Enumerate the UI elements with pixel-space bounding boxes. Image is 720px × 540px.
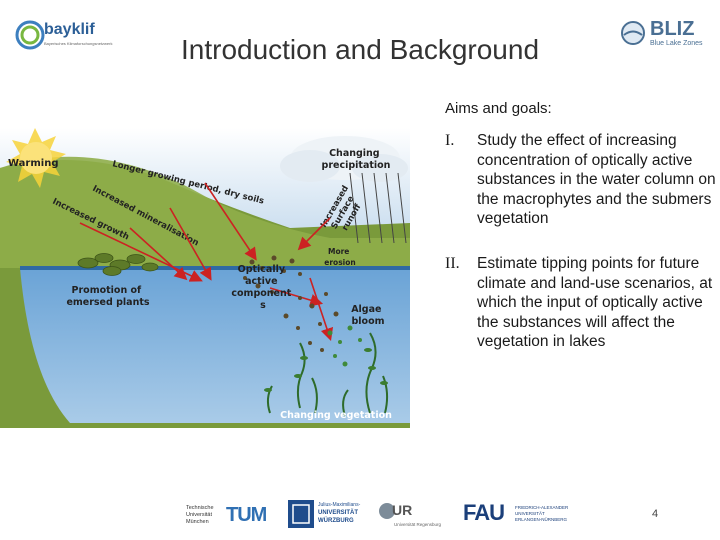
ur-name: Universität Regensburg <box>394 522 442 527</box>
bliz-tagline: Blue Lake Zones <box>650 40 703 47</box>
tum-mark: TUM <box>226 504 267 526</box>
fau-logo: FAU FRIEDRICH-ALEXANDER UNIVERSITÄT ERLA… <box>463 500 573 530</box>
ur-logo: UR Universität Regensburg <box>378 500 448 532</box>
algae-bloom-label: Algae bloom <box>351 304 385 327</box>
wuerzburg-logo: Julius-Maximilians- UNIVERSITÄT WÜRZBURG <box>288 500 368 530</box>
bliz-logo-mark <box>621 21 645 45</box>
warming-label: Warming <box>8 158 58 169</box>
bayklif-name: bayklif <box>44 21 95 38</box>
aim-text-2: Estimate tipping points for future clima… <box>477 255 713 350</box>
lake-diagram: Warming Changing precipitation Longer gr… <box>0 128 410 428</box>
ur-mark: UR <box>392 502 413 518</box>
page-number: 4 <box>652 508 659 520</box>
rain-lines <box>349 172 407 244</box>
promotion-emersed-label: Promotion of emersed plants <box>66 285 149 308</box>
fau-mark: FAU <box>463 500 505 525</box>
optically-active-label: Optically active component s <box>231 264 294 311</box>
aim-item-2: II. Estimate tipping points for future c… <box>445 254 720 374</box>
changing-vegetation-label: Changing vegetation <box>280 410 392 421</box>
aim-item-1: I. Study the effect of increasing concen… <box>445 131 720 231</box>
tum-logo: Technische Universität München TUM <box>186 503 276 529</box>
slide-title: Introduction and Background <box>180 34 540 65</box>
aim-text-1: Study the effect of increasing concentra… <box>477 132 716 227</box>
bayklif-logo: bayklif Bayerisches Klimaforschungsnetzw… <box>14 15 113 55</box>
bliz-logo: BLIZ Blue Lake Zones <box>620 18 710 52</box>
bliz-name: BLIZ <box>650 18 695 40</box>
bayklif-tagline: Bayerisches Klimaforschungsnetzwerk <box>44 41 113 46</box>
process-arrows <box>79 182 334 342</box>
vegetation-leaves <box>264 348 388 392</box>
lake-surface <box>20 266 410 270</box>
aim-number-2: II. <box>445 255 460 272</box>
wuerzburg-name-lines: Julius-Maximilians- UNIVERSITÄT WÜRZBURG <box>318 502 361 524</box>
changing-precipitation-label: Changing precipitation <box>322 148 391 171</box>
ur-emblem <box>379 503 395 519</box>
fau-name-lines: FRIEDRICH-ALEXANDER UNIVERSITÄT ERLANGEN… <box>515 505 569 522</box>
sun-icon <box>6 128 66 188</box>
cloud-icon <box>280 136 408 182</box>
lily-pads <box>77 253 159 276</box>
particles <box>243 255 339 352</box>
aims-heading: Aims and goals: <box>445 100 552 117</box>
aim-number-1: I. <box>445 132 455 149</box>
tum-name-lines: Technische Universität München <box>186 505 214 525</box>
bayklif-logo-mark <box>15 20 45 50</box>
wuerzburg-emblem <box>288 500 314 528</box>
more-erosion-label: More erosion <box>324 247 355 267</box>
algae-dots <box>327 325 362 367</box>
